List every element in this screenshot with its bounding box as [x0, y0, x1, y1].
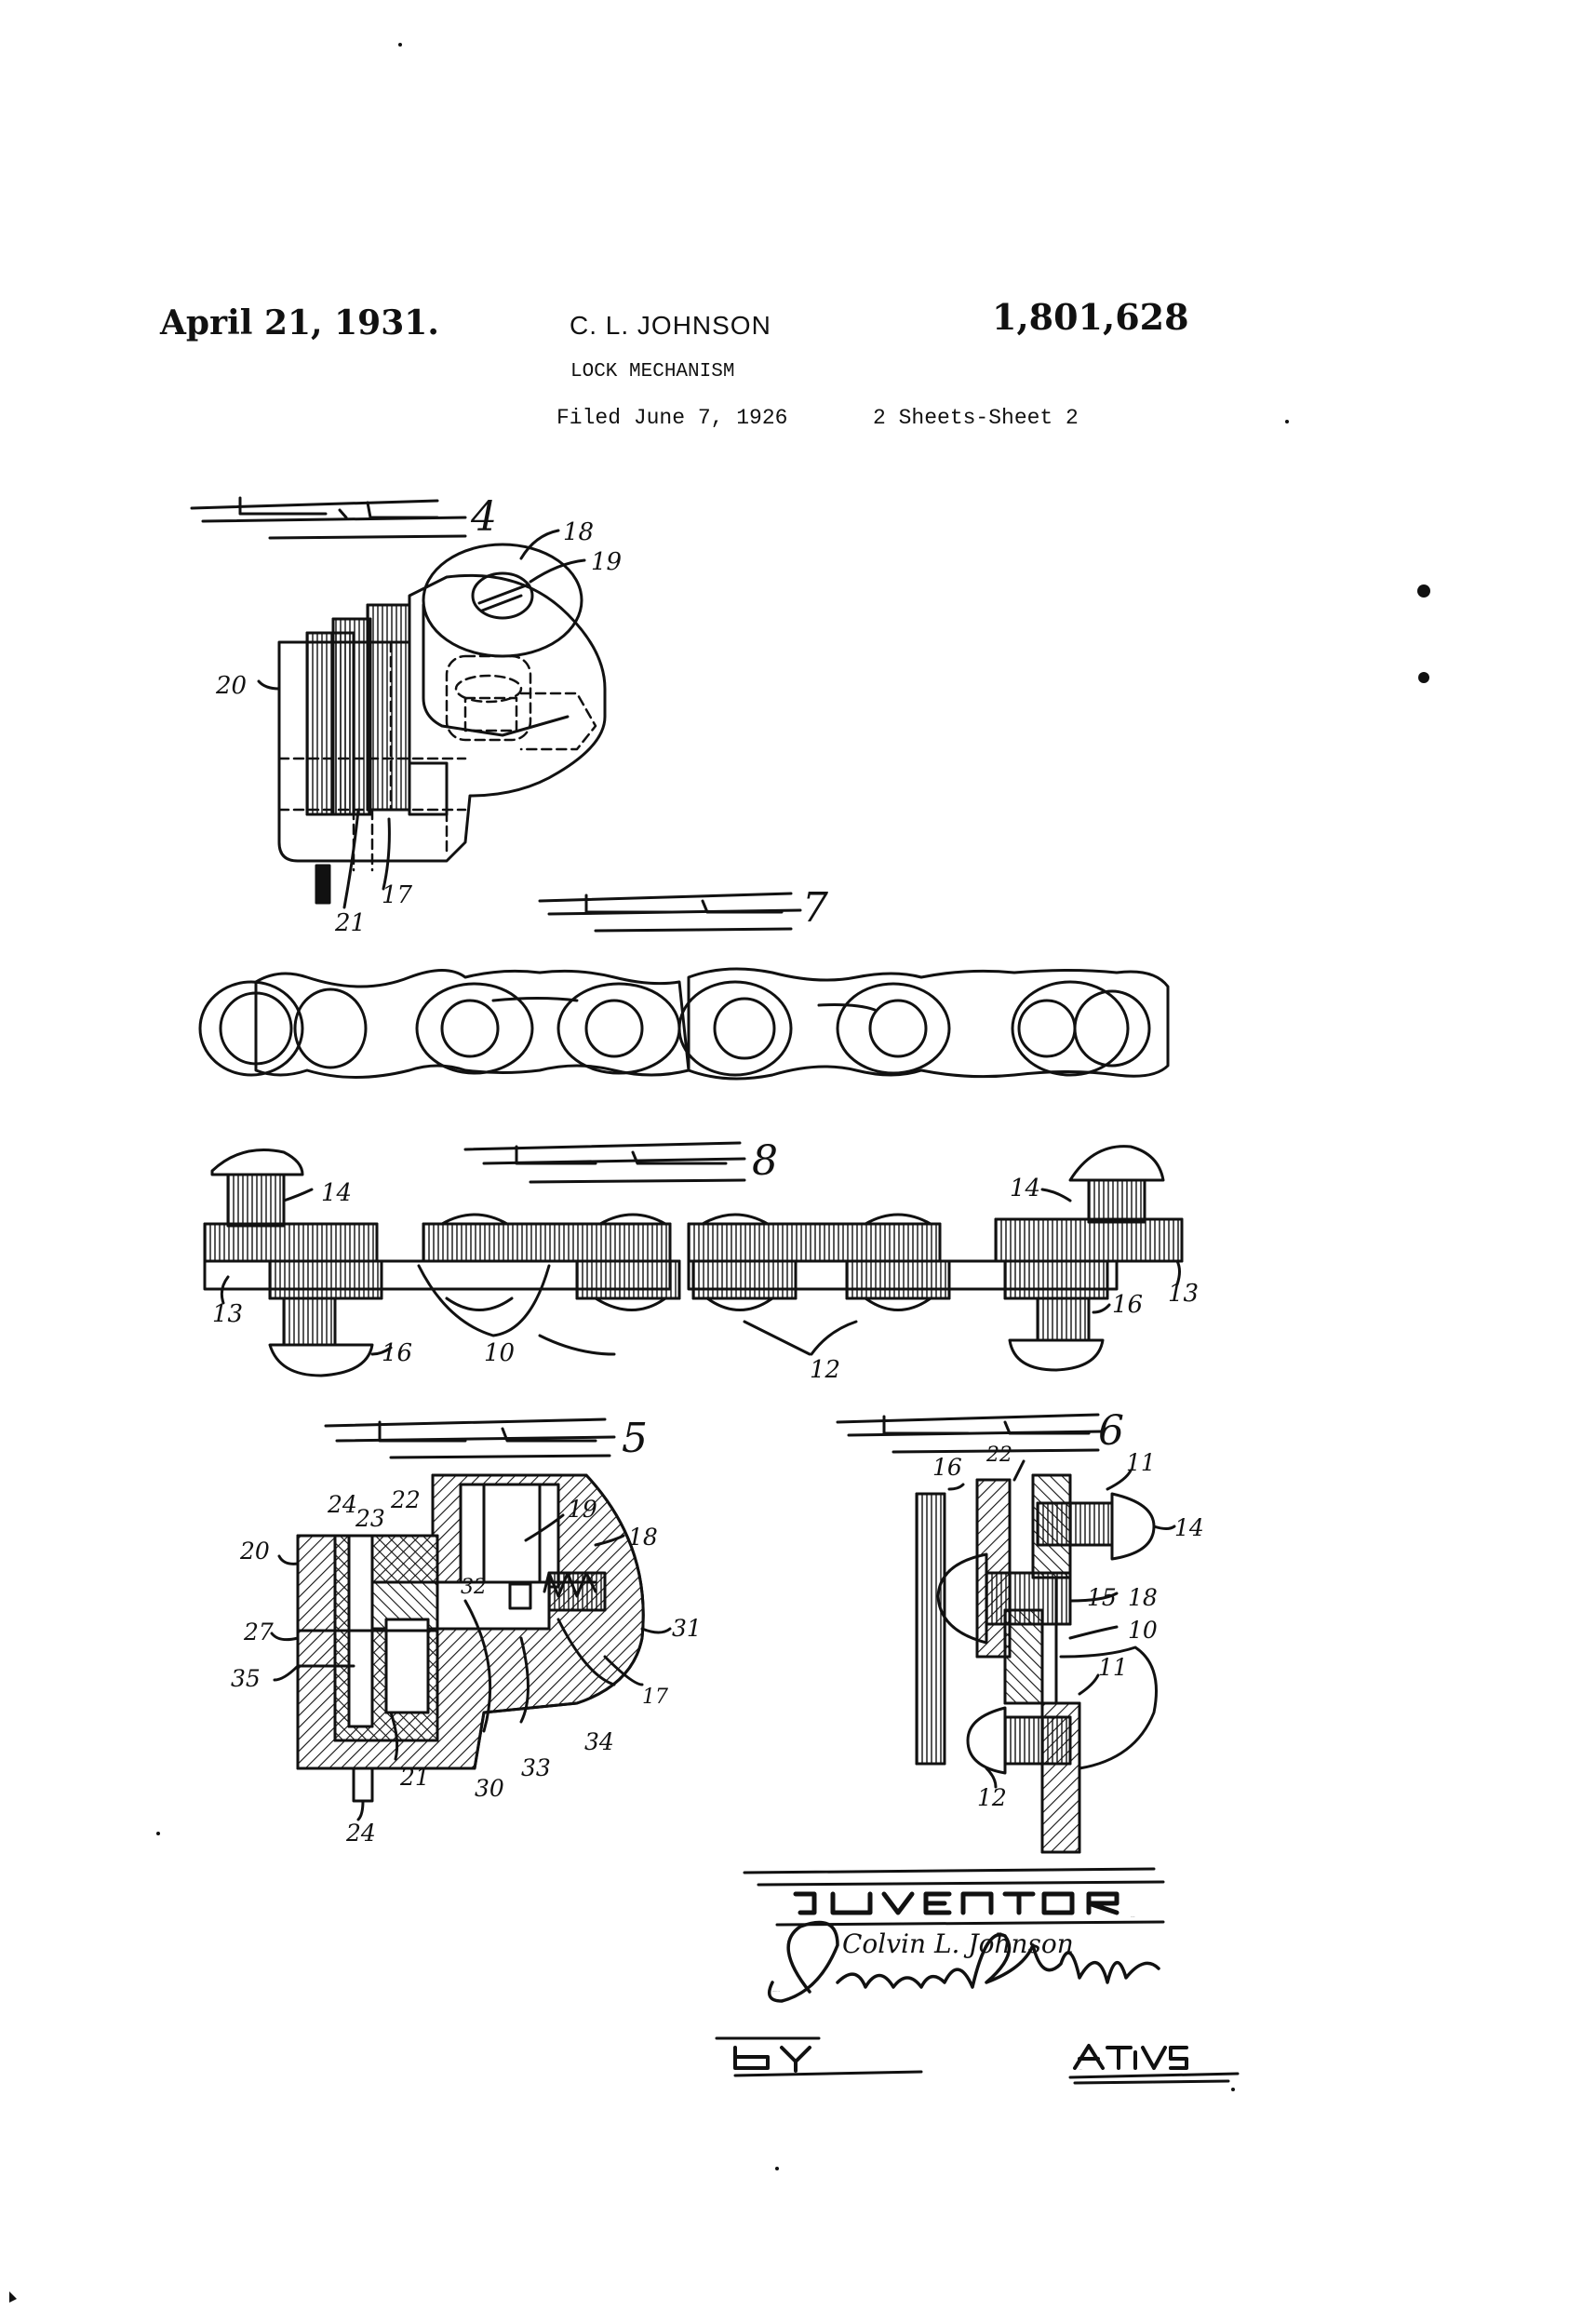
figure-6: 6 [836, 1407, 1204, 1854]
fig4-label-19: 19 [591, 548, 622, 576]
fig5-label-32: 32 [461, 1576, 487, 1599]
fig5-caption: 5 [324, 1415, 648, 1462]
fig8-label-10: 10 [484, 1339, 515, 1367]
figure-5: 5 [231, 1415, 702, 1847]
fig7-caption: 7 [538, 884, 828, 933]
inventor-signature-name: Colvin L. Johnson [842, 1928, 1074, 1959]
fig5-label-31: 31 [672, 1615, 702, 1642]
fig4-label-20: 20 [215, 672, 247, 700]
attorney-signature: Charles W. Hills [772, 1991, 781, 1993]
inventor-name: C. L. JOHNSON [570, 311, 771, 340]
fig5-label-24: 24 [327, 1491, 357, 1518]
fig6-label-16: 16 [932, 1454, 962, 1481]
fig6-caption: 6 [836, 1407, 1124, 1455]
fig8-label-13-left: 13 [212, 1300, 243, 1328]
patent-title: LOCK MECHANISM [570, 361, 735, 383]
attys-label: Attys. [1079, 2068, 1083, 2071]
fig5-label-23: 23 [355, 1505, 385, 1532]
fig4-number: 4 [470, 493, 497, 541]
fig5-label-19: 19 [568, 1496, 597, 1523]
fig8-label-14-left: 14 [321, 1179, 352, 1207]
fig7-number: 7 [802, 884, 828, 932]
fig8-label-16-right: 16 [1112, 1291, 1143, 1319]
fig5-label-33: 33 [521, 1754, 551, 1781]
by-label: By [744, 2069, 746, 2071]
fig8-caption: 8 [463, 1137, 778, 1185]
fig4-caption: 4 [190, 493, 497, 541]
figure-7: 7 [198, 884, 1170, 1081]
fig8-number: 8 [752, 1137, 778, 1185]
fig5-label-18: 18 [628, 1524, 658, 1551]
fig6-label-12: 12 [977, 1784, 1007, 1811]
fig4-label-21: 21 [334, 909, 366, 937]
fig6-label-15: 15 [1087, 1584, 1117, 1611]
fig5-label-27: 27 [243, 1619, 274, 1646]
scan-specks [9, 43, 1430, 2303]
signature-block [715, 1867, 1240, 2085]
fig6-label-10: 10 [1128, 1617, 1158, 1644]
fig8-label-13-right: 13 [1168, 1280, 1199, 1308]
fig4-label-17: 17 [382, 881, 413, 909]
fig5-label-35: 35 [231, 1665, 261, 1692]
fig6-label-22: 22 [985, 1444, 1012, 1467]
fig5-label-17: 17 [642, 1686, 668, 1709]
figure-4: 4 [190, 493, 622, 937]
patent-date: April 21, 1931. [160, 303, 439, 343]
fig5-label-30: 30 [475, 1775, 504, 1802]
fig6-label-11-bottom: 11 [1098, 1654, 1128, 1681]
fig5-number: 5 [622, 1415, 648, 1462]
fig5-label-24-bottom: 24 [345, 1820, 376, 1847]
fig4-label-18: 18 [563, 518, 594, 546]
fig6-number: 6 [1098, 1407, 1124, 1455]
sheet-count: 2 Sheets-Sheet 2 [873, 406, 1079, 430]
fig8-label-12: 12 [810, 1356, 840, 1384]
fig5-label-34: 34 [584, 1728, 614, 1755]
fig6-label-11-top: 11 [1126, 1449, 1156, 1476]
fig5-label-22: 22 [390, 1486, 421, 1513]
fig8-label-16-left: 16 [382, 1339, 412, 1367]
figure-8: 8 [203, 1137, 1199, 1384]
filing-date: Filed June 7, 1926 [556, 406, 788, 430]
fig6-label-18: 18 [1128, 1584, 1158, 1611]
fig6-label-14: 14 [1174, 1514, 1204, 1541]
fig8-label-14-right: 14 [1010, 1175, 1040, 1202]
patent-number: 1,801,628 [992, 296, 1189, 338]
fig5-label-21: 21 [399, 1764, 430, 1791]
inventor-heading: Inventor [1130, 1915, 1135, 1918]
fig5-label-20: 20 [239, 1538, 270, 1565]
